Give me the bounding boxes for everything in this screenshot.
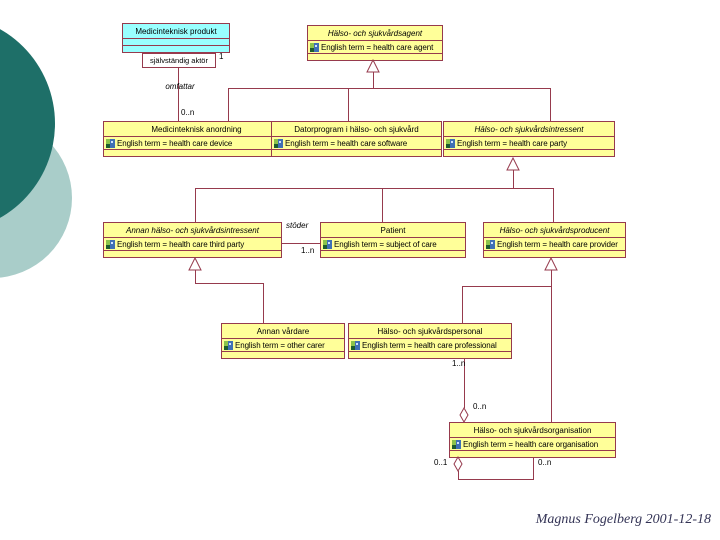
- multiplicity-label: 1..n: [301, 246, 315, 255]
- multiplicity-label: 0..n: [473, 402, 487, 411]
- attribute-icon: [323, 239, 332, 249]
- connector-line: [348, 88, 349, 121]
- connector-line: [195, 188, 196, 222]
- class-compartment-empty: [272, 150, 441, 156]
- class-box-sjukvardsintressent: Hälso- och sjukvårdsintressent English t…: [443, 121, 615, 157]
- connector-line: [178, 68, 179, 121]
- class-title: Medicinteknisk produkt: [123, 24, 229, 39]
- class-compartment-empty: [450, 451, 615, 457]
- multiplicity-label: 1: [219, 52, 224, 61]
- attribute-icon: [106, 138, 115, 148]
- class-box-patient: Patient English term = subject of care: [320, 222, 466, 258]
- connector-line: [553, 188, 554, 222]
- connector-line: [458, 479, 534, 480]
- class-compartment-empty: [349, 352, 511, 358]
- generalization-arrow-icon: [188, 257, 202, 271]
- class-title: Hälso- och sjukvårdsagent: [308, 26, 442, 41]
- class-box-sjukvardspersonal: Hälso- och sjukvårdspersonal English ter…: [348, 323, 512, 359]
- connector-line: [458, 471, 459, 479]
- english-term: English term = other carer: [235, 340, 325, 350]
- class-compartment-empty: [123, 39, 229, 46]
- english-term: English term = health care provider: [497, 239, 618, 249]
- connector-line: [228, 88, 229, 121]
- connector-line: [464, 357, 465, 408]
- attribute-icon: [446, 138, 455, 148]
- connector-line: [282, 243, 320, 244]
- generalization-arrow-icon: [366, 59, 380, 73]
- class-title: Datorprogram i hälso- och sjukvård: [272, 122, 441, 137]
- multiplicity-label: 1..n: [452, 359, 466, 368]
- generalization-arrow-icon: [506, 157, 520, 171]
- connector-line: [462, 286, 463, 323]
- attribute-icon: [274, 138, 283, 148]
- class-title: Hälso- och sjukvårdsintressent: [444, 122, 614, 137]
- english-term: English term = health care agent: [321, 42, 434, 52]
- class-box-sjukvardsagent: Hälso- och sjukvårdsagent English term =…: [307, 25, 443, 61]
- multiplicity-label: 0..n: [538, 458, 552, 467]
- connector-line: [551, 286, 552, 422]
- class-compartment-empty: [222, 352, 344, 358]
- class-title: Hälso- och sjukvårdsorganisation: [450, 423, 615, 438]
- attribute-icon: [486, 239, 495, 249]
- attribute-icon: [351, 340, 360, 350]
- connector-line: [195, 188, 554, 189]
- connector-line: [263, 283, 264, 323]
- english-term: English term = health care party: [457, 138, 567, 148]
- role-label-sjalvstandig-aktor: självständig aktör: [142, 53, 216, 68]
- class-compartment-empty: [321, 251, 465, 257]
- generalization-arrow-icon: [544, 257, 558, 271]
- class-box-datorprogram: Datorprogram i hälso- och sjukvård Engli…: [271, 121, 442, 157]
- connector-line: [195, 283, 263, 284]
- connector-line: [550, 88, 551, 121]
- english-term: English term = health care device: [117, 138, 233, 148]
- class-title: Annan hälso- och sjukvårdsintressent: [104, 223, 281, 238]
- connector-line: [373, 72, 374, 88]
- connector-line: [551, 270, 552, 286]
- multiplicity-label: 0..n: [181, 108, 195, 117]
- class-title: Hälso- och sjukvårdspersonal: [349, 324, 511, 339]
- association-label-stoder: stöder: [286, 221, 309, 230]
- english-term: English term = health care third party: [117, 239, 245, 249]
- class-title: Hälso- och sjukvårdsproducent: [484, 223, 625, 238]
- english-term: English term = health care software: [285, 138, 408, 148]
- class-box-annan-vardare: Annan vårdare English term = other carer: [221, 323, 345, 359]
- english-term: English term = subject of care: [334, 239, 437, 249]
- association-label-omfattar: omfattar: [165, 82, 195, 91]
- class-title: Patient: [321, 223, 465, 238]
- multiplicity-label: 0..1: [434, 458, 448, 467]
- attribute-icon: [224, 340, 233, 350]
- aggregation-diamond-icon: [459, 407, 469, 423]
- class-compartment-empty: [104, 150, 289, 156]
- class-box-sjukvardsorganisation: Hälso- och sjukvårdsorganisation English…: [449, 422, 616, 458]
- attribute-icon: [452, 439, 461, 449]
- class-title: Annan vårdare: [222, 324, 344, 339]
- aggregation-diamond-icon: [453, 456, 463, 472]
- class-box-medicinteknisk-anordning: Medicinteknisk anordning English term = …: [103, 121, 290, 157]
- class-title: Medicinteknisk anordning: [104, 122, 289, 137]
- connector-line: [228, 88, 551, 89]
- class-box-medicinteknisk-produkt: Medicinteknisk produkt: [122, 23, 230, 53]
- connector-line: [513, 170, 514, 188]
- attribute-icon: [106, 239, 115, 249]
- connector-line: [533, 456, 534, 479]
- english-term: English term = health care professional: [362, 340, 497, 350]
- connector-line: [195, 270, 196, 283]
- attribute-icon: [310, 42, 319, 52]
- class-compartment-empty: [444, 150, 614, 156]
- class-compartment-empty: [123, 46, 229, 52]
- class-box-sjukvardsproducent: Hälso- och sjukvårdsproducent English te…: [483, 222, 626, 258]
- slide-footer-signature: Magnus Fogelberg 2001-12-18: [535, 512, 711, 527]
- english-term: English term = health care organisation: [463, 439, 599, 449]
- connector-line: [462, 286, 552, 287]
- connector-line: [382, 188, 383, 222]
- class-box-annan-sjukvardsintressent: Annan hälso- och sjukvårdsintressent Eng…: [103, 222, 282, 258]
